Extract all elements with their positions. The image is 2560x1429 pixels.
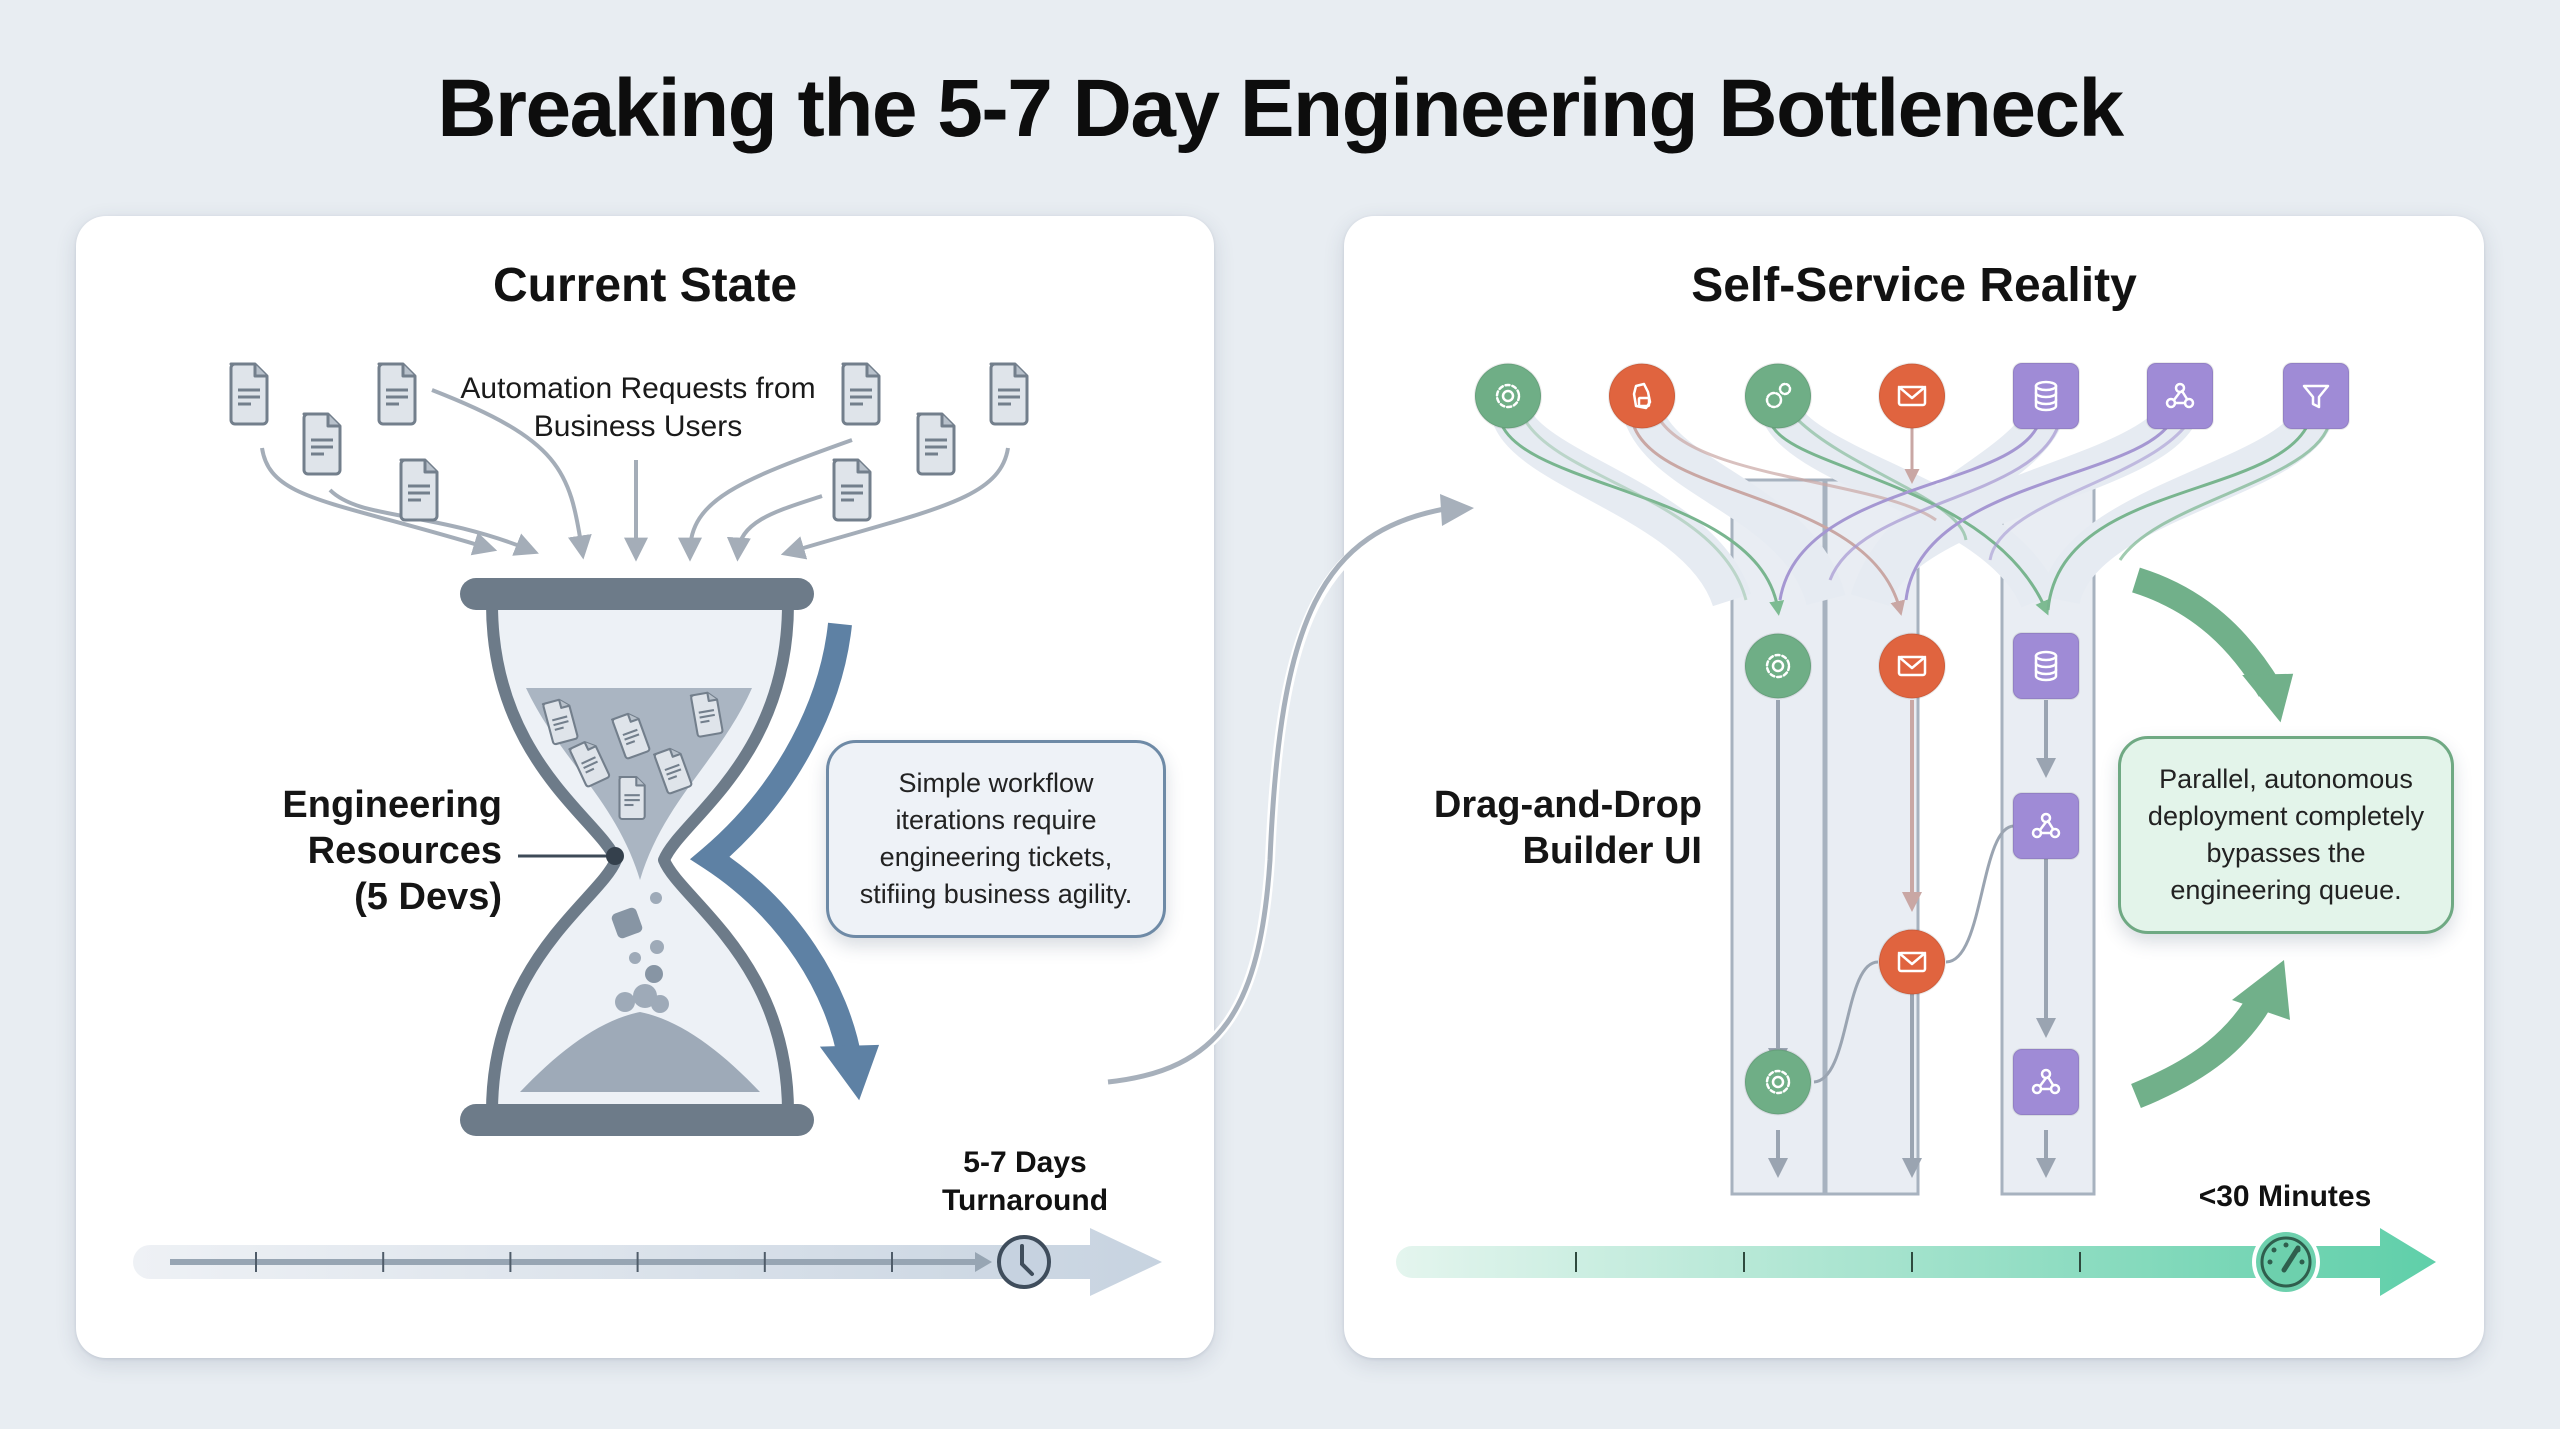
hourglass-icon: [460, 578, 814, 1136]
self-service-callout-text: Parallel, autonomous deployment complete…: [2147, 764, 2425, 905]
self-service-title: Self-Service Reality: [1691, 259, 2137, 312]
document-icon: [399, 458, 439, 522]
gears-node[interactable]: [1744, 362, 1812, 430]
webhook-node[interactable]: [2012, 792, 2080, 860]
bottleneck-pointer-dot: [606, 847, 624, 865]
document-icon: [832, 458, 872, 522]
database-icon: [2034, 650, 2058, 682]
request-arrow: [726, 494, 823, 562]
workflow-nodes: [1474, 362, 2350, 1116]
builder-label-line: Builder UI: [1522, 830, 1702, 872]
filter-icon: [2302, 384, 2330, 409]
request-arrow: [780, 447, 1010, 560]
bypass-arrowhead-bottom: [2232, 960, 2290, 1020]
webhook-node[interactable]: [2012, 1048, 2080, 1116]
bottleneck-label-line: Resources: [307, 830, 502, 872]
webhook-icon: [2031, 1068, 2061, 1095]
builder-label: Drag-and-Drop Builder UI: [1380, 782, 1702, 874]
document-icon: [377, 362, 417, 426]
timeline-fast: [1396, 1228, 2436, 1296]
page-title: Breaking the 5-7 Day Engineering Bottlen…: [437, 63, 2124, 154]
bottleneck-label-line: (5 Devs): [354, 876, 502, 918]
request-arrow: [260, 447, 498, 556]
gear-node[interactable]: [1744, 632, 1812, 700]
turnaround-value: 5-7 Days: [963, 1146, 1087, 1179]
self-service-callout: Parallel, autonomous deployment complete…: [2118, 736, 2454, 934]
gear-node[interactable]: [1744, 1048, 1812, 1116]
turnaround-label: 5-7 Days Turnaround: [900, 1144, 1150, 1220]
document-icon: [229, 362, 269, 426]
webhook-node[interactable]: [2146, 362, 2214, 430]
bottleneck-label-line: Engineering: [282, 784, 502, 826]
mail-node[interactable]: [1878, 632, 1946, 700]
lane-flow-lines: [1768, 700, 2056, 1178]
transition-arrow: [1107, 505, 1451, 1085]
document-icon: [841, 362, 881, 426]
requests-label: Automation Requests from Business Users: [460, 372, 816, 443]
bypass-arrowhead-top: [2242, 673, 2294, 723]
speedometer-icon: [2252, 1228, 2320, 1296]
bottleneck-callout-text: Simple workflow iterations require engin…: [859, 768, 1133, 909]
mail-node[interactable]: [1878, 928, 1946, 996]
bottleneck-callout: Simple workflow iterations require engin…: [826, 740, 1166, 938]
gear-icon: [1765, 1069, 1791, 1095]
mail-icon: [1897, 951, 1927, 973]
mail-node[interactable]: [1878, 362, 1946, 430]
document-icon: [302, 412, 342, 476]
database-icon: [2034, 380, 2058, 412]
document-icon: [916, 412, 956, 476]
transition-arrowhead: [1440, 494, 1474, 526]
timeline-slow: [133, 1228, 1162, 1296]
mail-icon: [1897, 655, 1927, 677]
hand-drag-node[interactable]: [1608, 362, 1676, 430]
bypass-arrow-top: [2131, 567, 2282, 697]
turnaround-caption: Turnaround: [941, 1184, 1109, 1217]
document-icon: [989, 362, 1029, 426]
gear-icon: [1765, 653, 1791, 679]
fast-time-label: <30 Minutes: [2198, 1180, 2372, 1213]
webhook-icon: [2031, 812, 2061, 839]
request-arrow: [431, 388, 592, 560]
webhook-icon: [2165, 382, 2195, 409]
database-node[interactable]: [2012, 362, 2080, 430]
bottleneck-label: Engineering Resources (5 Devs): [220, 782, 502, 920]
gear-node[interactable]: [1474, 362, 1542, 430]
slow-flow-arrowhead: [819, 1044, 880, 1101]
gear-icon: [1495, 383, 1521, 409]
database-node[interactable]: [2012, 632, 2080, 700]
mail-icon: [1897, 385, 1927, 407]
slow-flow-arrow: [689, 622, 862, 1063]
filter-node[interactable]: [2282, 362, 2350, 430]
source-flow-lines: [1498, 418, 2332, 616]
gears-icon: [1765, 382, 1792, 409]
builder-label-line: Drag-and-Drop: [1433, 784, 1702, 826]
hand-drag-icon: [1632, 382, 1652, 410]
current-state-title: Current State: [492, 259, 798, 312]
request-arrow: [678, 438, 853, 562]
clock-icon: [997, 1235, 1051, 1289]
